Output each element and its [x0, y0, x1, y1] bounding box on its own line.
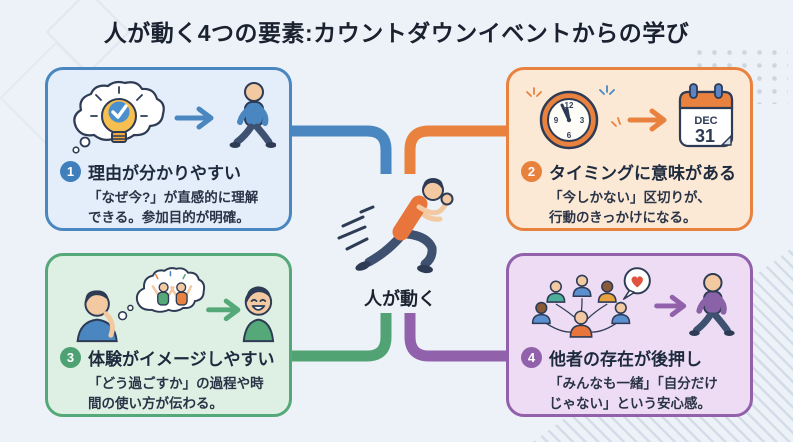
svg-text:6: 6 — [567, 131, 572, 140]
factor-description: 「どう過ごすか」の過程や時 間の使い方が伝わる。 — [88, 376, 264, 411]
heart-icon — [631, 276, 643, 288]
heart-speech-bubble — [622, 267, 651, 300]
lightbulb-base — [111, 131, 127, 143]
factor-title: タイミングに意味がある — [549, 164, 736, 183]
calendar-day: 31 — [695, 126, 715, 146]
factor-1-illustration — [60, 78, 277, 158]
factor-card-2: 12 3 6 9 DEC — [506, 67, 753, 231]
factor-description: 「今しかない」区切りが、 行動のきっかけになる。 — [549, 190, 711, 225]
connector-box1-to-center — [290, 125, 392, 174]
factor-number-badge: 4 — [521, 347, 542, 368]
happy-person-illustration — [242, 286, 275, 343]
mini-celebrating-people — [151, 282, 193, 306]
factor-3-illustration — [60, 264, 277, 344]
factor-card-4: 4 他者の存在が後押し 「みんなも一緒」「自分だけ じゃない」という安心感。 — [506, 253, 753, 417]
factor-number-badge: 3 — [60, 347, 81, 368]
svg-text:3: 3 — [580, 116, 585, 125]
center-label: 人が動く — [364, 289, 436, 309]
connector-box4-to-center — [404, 313, 508, 362]
avatars — [531, 274, 631, 338]
clock-center-dot — [566, 117, 572, 123]
group-support-illustration — [531, 267, 735, 338]
arrow-right-icon — [174, 106, 214, 130]
connector-box3-to-center — [290, 313, 392, 362]
svg-text:9: 9 — [554, 116, 559, 125]
calendar-month: DEC — [694, 115, 717, 127]
fireworks-icon — [599, 85, 615, 95]
page-title: 人が動く4つの要素:カウントダウンイベントからの学び — [103, 20, 690, 46]
arrow-right-icon — [627, 108, 667, 132]
sparkle-dashes — [90, 86, 148, 117]
thought-bubble-dot — [117, 311, 128, 321]
confetti-dashes — [155, 270, 186, 280]
imagining-experience-illustration — [76, 267, 275, 343]
runner-shoe — [417, 264, 433, 274]
factor-number-badge: 2 — [521, 161, 542, 182]
runner-shoe — [355, 261, 371, 271]
factor-3-heading: 3 体験がイメージしやすい — [60, 345, 277, 370]
factor-1-heading: 1 理由が分かりやすい — [60, 159, 277, 184]
connector-box2-to-center — [404, 125, 508, 174]
people-network — [531, 274, 631, 338]
svg-text:12: 12 — [565, 101, 574, 110]
thought-bubble-dot — [72, 146, 80, 154]
center-figure: 人が動く — [330, 176, 470, 311]
factor-title: 体験がイメージしやすい — [88, 350, 275, 369]
running-person-illustration — [337, 178, 454, 274]
factor-4-heading: 4 他者の存在が後押し — [521, 345, 738, 370]
factor-card-1: 1 理由が分かりやすい 「なぜ今?」が直感的に理解 できる。参加目的が明確。 — [45, 67, 292, 231]
runner-fist — [440, 192, 454, 206]
factor-2-heading: 2 タイミングに意味がある — [521, 159, 738, 184]
arrow-right-icon — [206, 298, 241, 322]
thought-bubble-dot — [127, 304, 134, 312]
arrow-right-icon — [654, 294, 687, 318]
checkmark-icon — [111, 104, 128, 119]
factor-card-3: 3 体験がイメージしやすい 「どう過ごすか」の過程や時 間の使い方が伝わる。 — [45, 253, 292, 417]
calendar-icon: DEC 31 — [678, 83, 734, 148]
walking-person-illustration — [229, 82, 276, 148]
runner-front-leg — [402, 229, 437, 269]
thought-cloud-celebration — [135, 267, 206, 313]
clock-calendar-illustration: 12 3 6 9 DEC — [526, 83, 734, 150]
speed-lines — [337, 205, 375, 251]
runner-torso — [392, 195, 428, 241]
factor-4-illustration — [521, 264, 738, 344]
factor-description: 「なぜ今?」が直感的に理解 できる。参加目的が明確。 — [88, 190, 259, 225]
runner-back-leg — [364, 231, 406, 267]
factor-2-illustration: 12 3 6 9 DEC — [521, 78, 738, 158]
lightbulb-thought-illustration — [72, 80, 276, 154]
factor-description: 「みんなも一緒」「自分だけ じゃない」という安心感。 — [549, 376, 718, 411]
walking-person-illustration — [689, 273, 735, 336]
clock-numbers: 12 3 6 9 — [554, 101, 585, 140]
runner-hair — [423, 178, 443, 193]
fireworks-icon — [526, 87, 621, 127]
thinking-person-illustration — [76, 290, 118, 343]
factor-number-badge: 1 — [60, 161, 81, 182]
factor-title: 理由が分かりやすい — [88, 164, 241, 183]
factor-title: 他者の存在が後押し — [549, 350, 702, 369]
thought-bubble-dot — [79, 136, 91, 148]
